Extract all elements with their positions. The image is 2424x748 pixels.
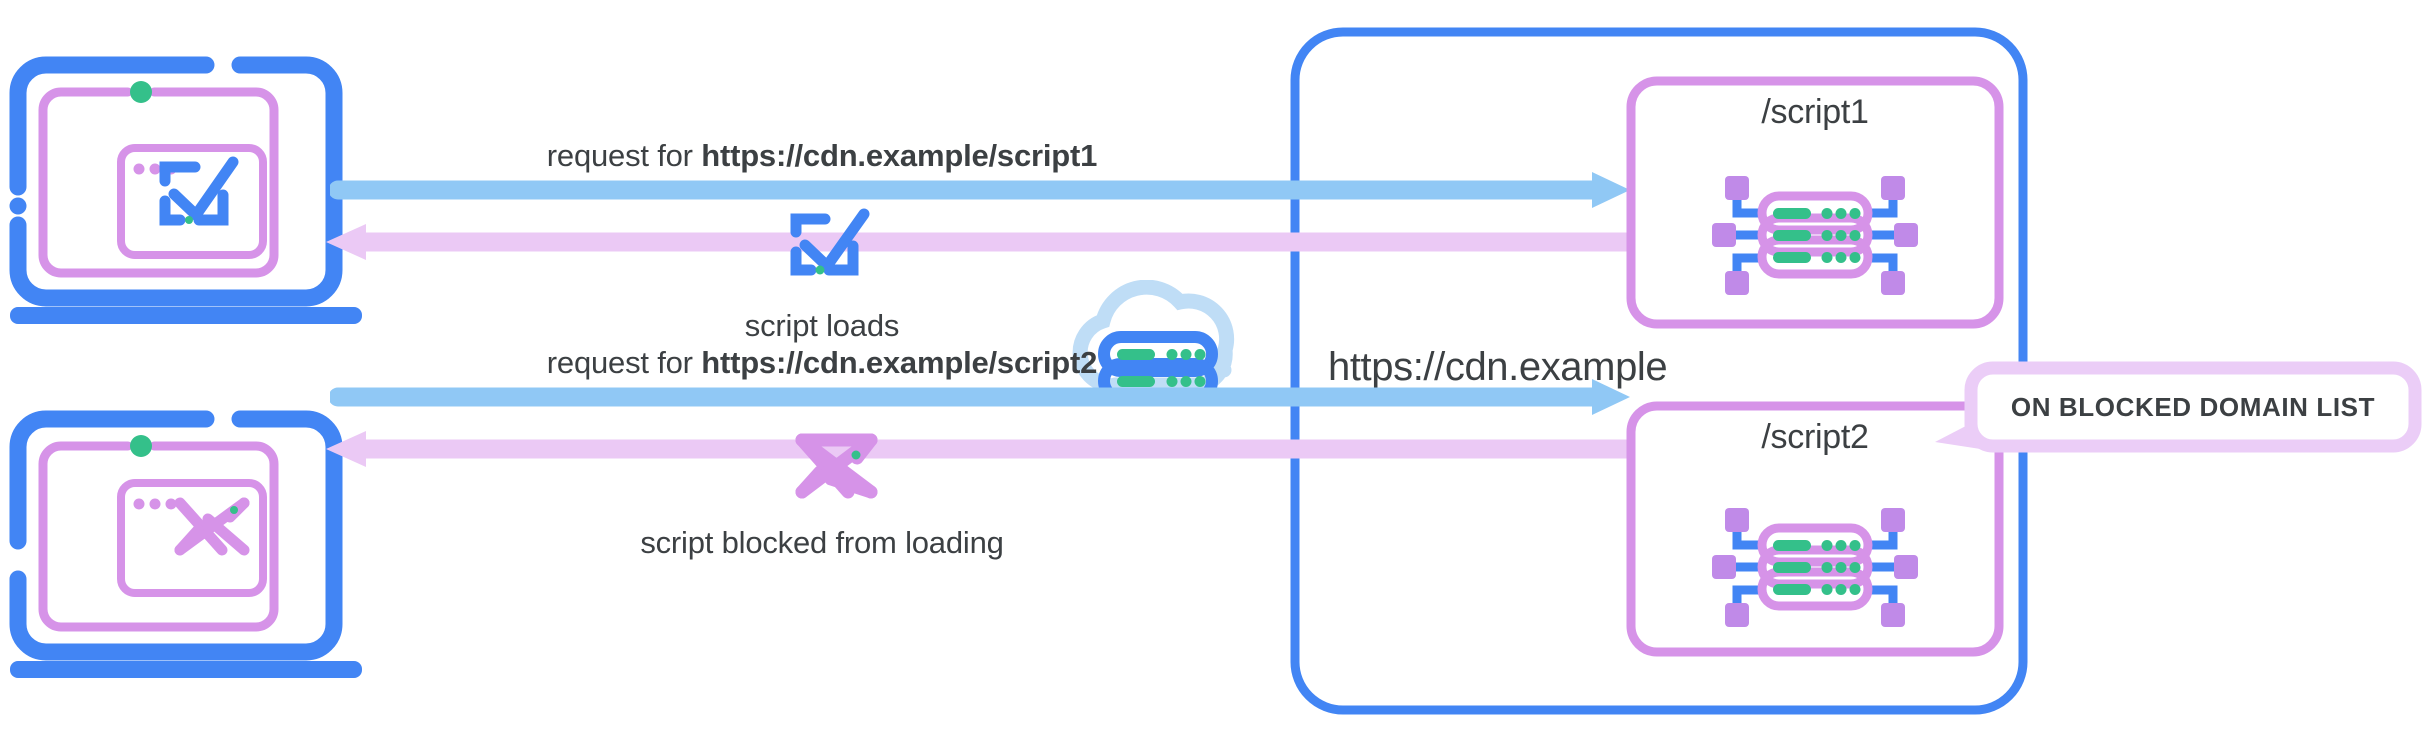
check-accent-dot xyxy=(815,265,825,275)
server-rack-icon-script1 xyxy=(1712,176,1918,295)
status-dot-green xyxy=(130,435,152,457)
request-arrow-script2 xyxy=(330,379,1630,415)
endpoint-label-script2: /script2 xyxy=(1761,418,1869,456)
status-dot-green xyxy=(130,81,152,103)
request-label-script2: request for https://cdn.example/script2 xyxy=(546,345,1098,381)
response-arrow-script2 xyxy=(326,431,1638,467)
x-accent-dot xyxy=(851,450,861,460)
laptop-base xyxy=(10,307,362,324)
laptop-base xyxy=(10,661,362,678)
laptop-with-check-icon xyxy=(9,56,362,324)
cloud-server-icon xyxy=(1072,280,1235,404)
x-accent-dot xyxy=(230,506,238,514)
browser-window-frame xyxy=(117,479,267,597)
request-label-prefix: request for xyxy=(546,138,702,173)
response-arrow-script1 xyxy=(326,224,1638,260)
server-connector-nodes xyxy=(1712,508,1918,627)
callout-label: ON BLOCKED DOMAIN LIST xyxy=(2010,391,2376,422)
browser-dots xyxy=(133,498,177,510)
server-connector-nodes xyxy=(1712,176,1918,295)
endpoint-box-script1 xyxy=(1626,76,2004,329)
cloud-server-status-bars xyxy=(1117,349,1206,387)
request-label-url: https://cdn.example/script2 xyxy=(701,345,1098,380)
request-label-url: https://cdn.example/script1 xyxy=(701,138,1098,173)
result-label-script1: script loads xyxy=(744,308,900,343)
endpoint-box-outline xyxy=(1626,76,2004,329)
server-rack-icon-script2 xyxy=(1712,508,1918,627)
request-label-script1: request for https://cdn.example/script1 xyxy=(546,138,1098,174)
laptop-with-x-icon xyxy=(9,410,362,678)
request-label-prefix: request for xyxy=(546,345,702,380)
check-accent-dot xyxy=(185,216,193,224)
server-status-bars xyxy=(1773,208,1861,263)
request-arrow-script1 xyxy=(330,172,1630,208)
result-label-script2: script blocked from loading xyxy=(640,525,1004,560)
cdn-domain-label: https://cdn.example xyxy=(1328,345,1668,389)
callout-bubble-body xyxy=(1964,361,2422,453)
checkbox-check-icon xyxy=(790,208,870,276)
browser-window-frame xyxy=(117,144,267,259)
endpoint-label-script1: /script1 xyxy=(1761,93,1869,131)
blocked-domain-callout xyxy=(1935,361,2422,453)
server-status-bars xyxy=(1773,540,1861,595)
cross-x-icon xyxy=(795,433,878,499)
